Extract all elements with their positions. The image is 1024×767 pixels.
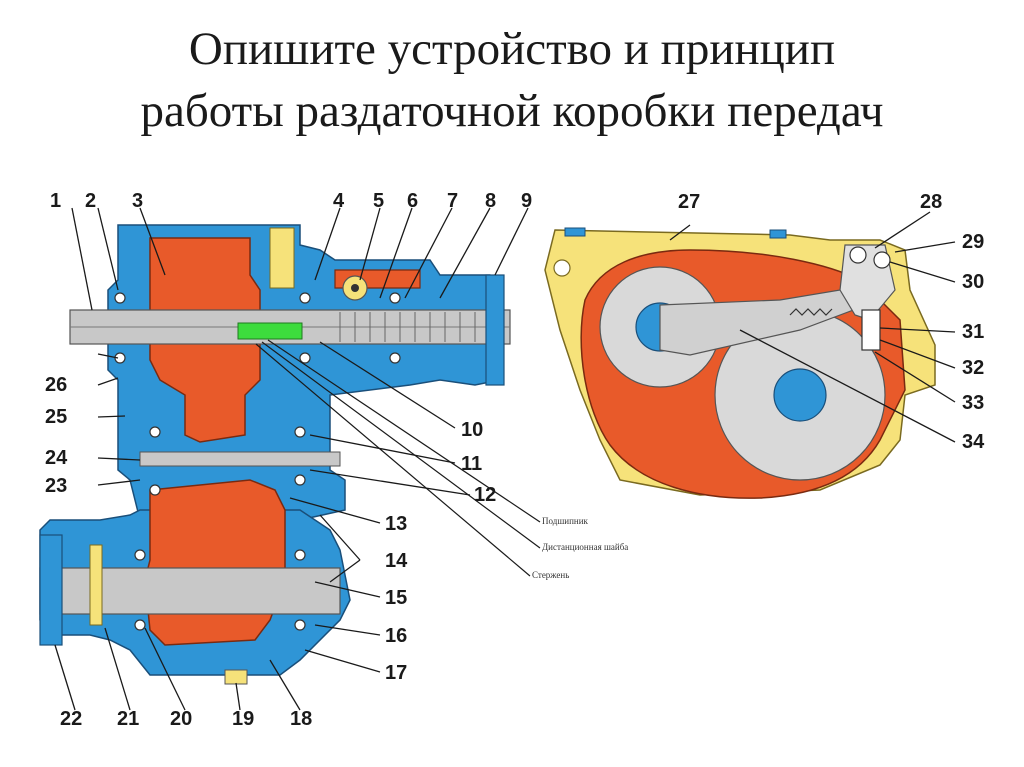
title-line-2: работы раздаточной коробки передач <box>140 85 884 137</box>
callout-7: 7 <box>447 190 458 212</box>
callout-18: 18 <box>290 708 312 730</box>
lower-driven-gear-inner <box>773 368 827 422</box>
callout-29: 29 <box>962 231 984 253</box>
annotation-spacer: Дистанционная шайба <box>542 542 628 552</box>
cover-bolt-top <box>564 227 586 237</box>
detent-spring <box>861 309 881 351</box>
callout-26: 26 <box>45 374 67 396</box>
callout-30: 30 <box>962 271 984 293</box>
detent-ball-2 <box>873 251 891 269</box>
callout-22: 22 <box>60 708 82 730</box>
callout-8: 8 <box>485 190 496 212</box>
lower-gear <box>144 479 286 646</box>
rod-highlight <box>237 322 303 340</box>
shift-spring <box>789 308 833 316</box>
cross-section <box>544 227 936 499</box>
front-output-shaft <box>39 567 341 615</box>
callout-leaders <box>54 207 956 711</box>
callout-20: 20 <box>170 708 192 730</box>
callout-27: 27 <box>678 191 700 213</box>
intermediate-shaft <box>139 451 341 467</box>
callout-2: 2 <box>85 190 96 212</box>
callout-15: 15 <box>385 587 407 609</box>
annotation-bearing: Подшипник <box>542 516 589 526</box>
output-splines <box>339 312 476 342</box>
drain-plug <box>224 669 248 685</box>
mount-hole <box>553 259 571 277</box>
callout-6: 6 <box>407 190 418 212</box>
slide-title: Опишите устройство и принцип работы разд… <box>0 18 1024 142</box>
callout-4: 4 <box>333 190 345 212</box>
callout-34: 34 <box>962 431 985 453</box>
callout-13: 13 <box>385 513 407 535</box>
speedometer-drive-center <box>351 284 359 292</box>
rear-flange <box>485 274 505 386</box>
callout-19: 19 <box>232 708 254 730</box>
annotation-rod: Стержень <box>532 570 569 580</box>
callout-23: 23 <box>45 475 67 497</box>
callout-5: 5 <box>373 190 384 212</box>
transfer-case-diagram: Подшипник Дистанционная шайба Стержень <box>39 190 985 730</box>
cover-bolt-right <box>769 229 787 239</box>
callout-3: 3 <box>132 190 143 212</box>
annotation-leaders <box>255 339 541 577</box>
callout-11: 11 <box>461 453 482 475</box>
callout-10: 10 <box>461 419 483 441</box>
callout-14: 14 <box>385 550 408 572</box>
callout-31: 31 <box>962 321 984 343</box>
callout-9: 9 <box>521 190 532 212</box>
front-flange <box>39 534 63 646</box>
shift-lever <box>659 284 881 356</box>
callout-1: 1 <box>50 190 61 212</box>
oil-seal-front <box>89 544 103 626</box>
callout-28: 28 <box>920 191 942 213</box>
callout-24: 24 <box>45 447 68 469</box>
title-line-1: Опишите устройство и принцип <box>188 23 836 75</box>
callout-numbers: 1 2 3 4 5 6 7 8 9 10 11 12 13 14 15 16 1… <box>45 190 985 730</box>
callout-25: 25 <box>45 406 67 428</box>
callout-33: 33 <box>962 392 984 414</box>
callout-12: 12 <box>474 484 496 506</box>
callout-32: 32 <box>962 357 984 379</box>
bearings <box>114 292 401 631</box>
detent-ball-1 <box>849 246 867 264</box>
transfer-case-section <box>39 224 541 685</box>
top-flange <box>269 227 295 289</box>
callout-16: 16 <box>385 625 407 647</box>
callout-21: 21 <box>117 708 139 730</box>
callout-17: 17 <box>385 662 407 684</box>
